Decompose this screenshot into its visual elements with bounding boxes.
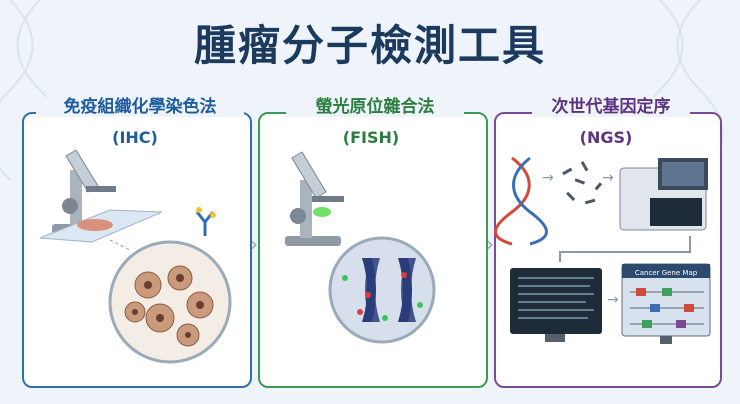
arrow-right-icon: ›	[486, 232, 494, 256]
panel-ngs-abbr: (NGS)	[579, 128, 633, 147]
fish-illustration	[285, 151, 436, 344]
arrow-right-icon: →	[602, 170, 614, 186]
slide-icon	[39, 209, 163, 243]
microscope-icon	[285, 151, 344, 246]
panel-fish-abbr: (FISH)	[342, 128, 400, 147]
dna-helix-icon	[494, 156, 548, 246]
sequencer-icon	[619, 158, 708, 231]
ihc-illustration	[39, 149, 232, 364]
arrow-right-icon: →	[607, 292, 619, 308]
arrow-right-icon: →	[542, 170, 554, 186]
probe-signals	[342, 272, 423, 321]
ngs-illustration: → → →	[494, 156, 711, 344]
label-dot-icon	[196, 207, 202, 213]
gene-map-monitor	[621, 263, 711, 344]
panel-ihc-abbr: (IHC)	[112, 128, 158, 147]
dna-fragments	[562, 161, 603, 205]
arrow-right-icon: ›	[250, 232, 258, 256]
label-dot-icon	[210, 212, 216, 218]
page-title: 腫瘤分子檢測工具	[193, 21, 546, 70]
monitor-icon	[510, 268, 602, 342]
magnified-tissue-circle	[108, 240, 232, 364]
magnified-nucleus-circle	[328, 236, 436, 344]
panel-fish-title: 螢光原位雜合法	[286, 97, 464, 117]
panel-ihc-title: 免疫組織化學染色法	[36, 97, 244, 117]
panel-ngs-title: 次世代基因定序	[532, 97, 690, 117]
gene-map-label: Cancer Gene Map	[635, 269, 698, 277]
microscope-icon	[52, 149, 116, 234]
